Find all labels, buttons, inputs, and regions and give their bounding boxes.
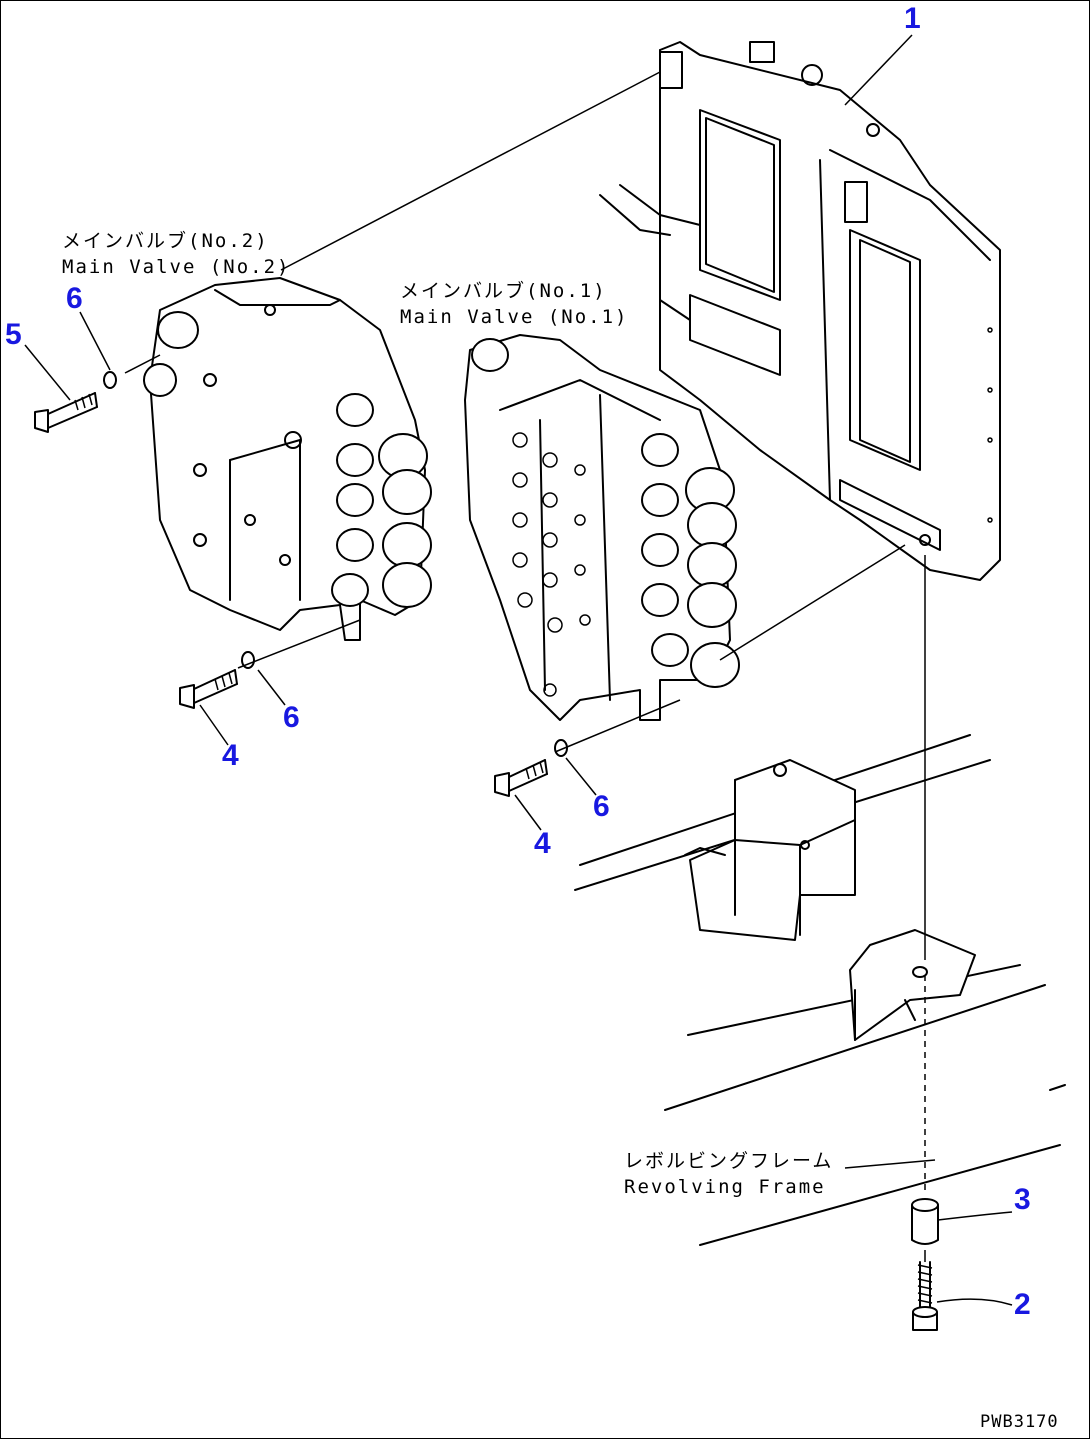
valve-spools-no1: [641, 433, 740, 688]
main-valve-no1-en: Main Valve (No.1): [400, 306, 629, 328]
main-valve-no2-en: Main Valve (No.2): [62, 256, 291, 278]
callout-4-right: 4: [534, 827, 551, 860]
callout-1: 1: [904, 2, 921, 35]
callout-4-left: 4: [222, 739, 239, 772]
assembly-lines: [124, 71, 926, 1262]
valve-spools-no2: [331, 393, 432, 608]
washer-part-6-c: [554, 739, 568, 757]
main-valve-no2-jp: メインバルブ(No.2): [62, 230, 269, 252]
main-valve-no1-jp: メインバルブ(No.1): [400, 280, 607, 302]
washer-part-6-a: [103, 371, 117, 389]
revolving-frame-jp: レボルビングフレーム: [624, 1150, 834, 1172]
valve-ports-no1: [512, 432, 591, 697]
main-valve-no1-label: メインバルブ(No.1) Main Valve (No.1): [400, 278, 628, 330]
bolt-part-4-a: [179, 669, 238, 709]
callout-6-middle: 6: [283, 701, 300, 734]
washer-part-6-b: [241, 651, 255, 669]
callout-3: 3: [1014, 1183, 1031, 1216]
callout-6-top: 6: [66, 282, 83, 315]
main-valve-no2: [143, 277, 432, 641]
leader-lines: [24, 34, 1013, 1306]
callout-6-right: 6: [593, 790, 610, 823]
drawing-code: PWB3170: [980, 1412, 1059, 1432]
spacer-part-3: [911, 1198, 939, 1245]
revolving-frame: [574, 734, 1066, 1246]
bolt-part-5: [34, 392, 98, 433]
revolving-frame-en: Revolving Frame: [624, 1176, 826, 1198]
valve-bracket: [599, 41, 1001, 581]
callout-5: 5: [5, 318, 22, 351]
bolt-part-4-b: [494, 759, 548, 797]
bolt-part-2: [912, 1261, 938, 1331]
revolving-frame-label: レボルビングフレーム Revolving Frame: [624, 1148, 833, 1200]
main-valve-no2-label: メインバルブ(No.2) Main Valve (No.2): [62, 228, 290, 280]
callout-2: 2: [1014, 1288, 1031, 1321]
main-valve-no1: [464, 334, 740, 721]
